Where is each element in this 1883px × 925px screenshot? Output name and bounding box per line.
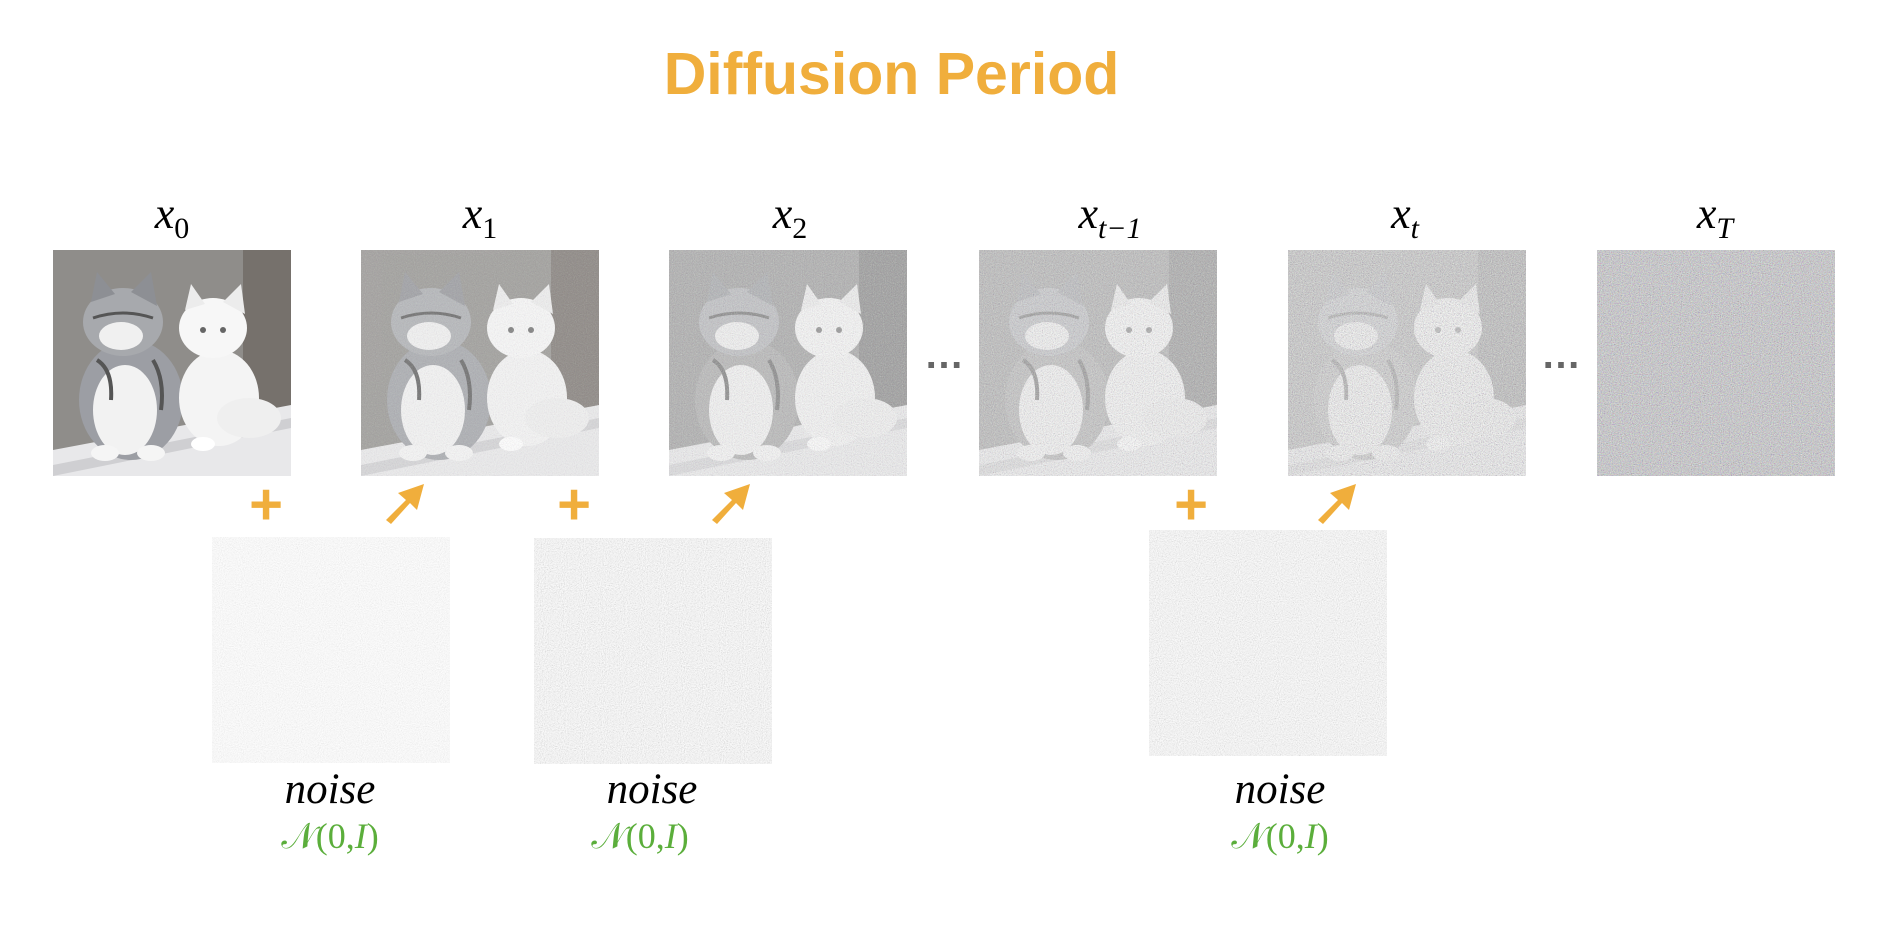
ellipsis: … bbox=[1527, 333, 1597, 378]
state-image-xT bbox=[1597, 250, 1835, 476]
noise-distribution: 𝒩(0,I) bbox=[210, 815, 450, 858]
arrow-up-right-icon bbox=[382, 480, 428, 528]
noise-image bbox=[212, 537, 450, 763]
state-image-xt-1 bbox=[979, 250, 1217, 476]
state-label-xt: xt bbox=[1285, 188, 1525, 246]
noise-label: noise bbox=[210, 765, 450, 814]
state-image-x1 bbox=[361, 250, 599, 476]
plus-icon: + bbox=[1166, 480, 1216, 530]
state-label-xt-1: xt−1 bbox=[990, 188, 1230, 246]
state-label-xT: xT bbox=[1595, 188, 1835, 246]
state-label-x1: x1 bbox=[360, 188, 600, 246]
noise-label: noise bbox=[1160, 765, 1400, 814]
plus-icon: + bbox=[549, 480, 599, 530]
state-label-x0: x0 bbox=[52, 188, 292, 246]
diagram-title: Diffusion Period bbox=[0, 40, 1783, 108]
state-image-x0 bbox=[53, 250, 291, 476]
noise-label: noise bbox=[532, 765, 772, 814]
plus-icon: + bbox=[241, 480, 291, 530]
noise-image bbox=[534, 538, 772, 764]
ellipsis: … bbox=[910, 333, 980, 378]
arrow-up-right-icon bbox=[708, 480, 754, 528]
state-image-x2 bbox=[669, 250, 907, 476]
noise-distribution: 𝒩(0,I) bbox=[1160, 815, 1400, 858]
state-label-x2: x2 bbox=[670, 188, 910, 246]
arrow-up-right-icon bbox=[1314, 480, 1360, 528]
state-image-xt bbox=[1288, 250, 1526, 476]
noise-image bbox=[1149, 530, 1387, 756]
noise-distribution: 𝒩(0,I) bbox=[520, 815, 760, 858]
